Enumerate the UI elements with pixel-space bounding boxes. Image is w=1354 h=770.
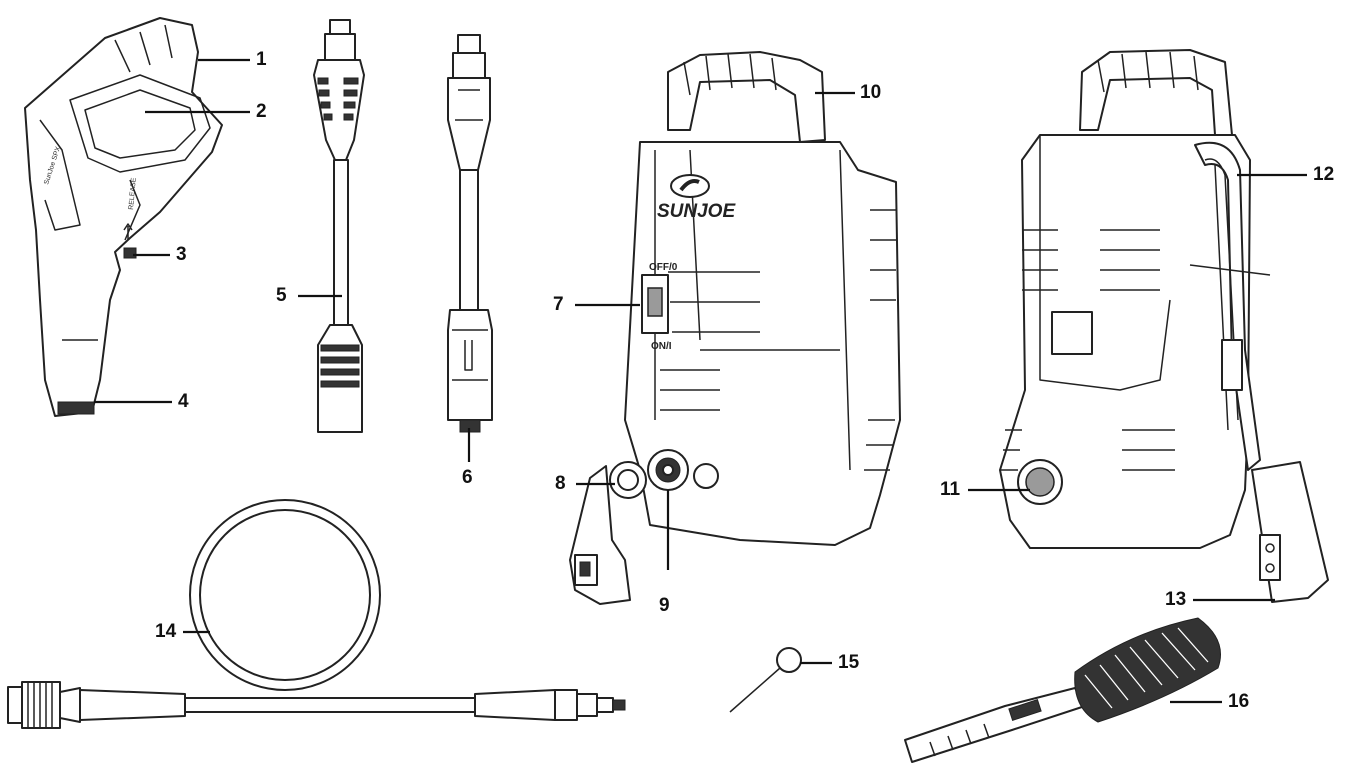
callout-10: 10	[860, 82, 882, 103]
callout-2: 2	[256, 101, 267, 122]
spray-nozzle	[447, 34, 493, 433]
spray-gun: SunJoe SPX RELEASE	[24, 17, 223, 417]
callout-13: 13	[1165, 589, 1187, 610]
callout-1: 1	[256, 49, 267, 70]
nozzle-cleaning-pin	[729, 647, 802, 713]
callout-14: 14	[155, 621, 177, 642]
callout-8: 8	[555, 473, 566, 494]
callout-11: 11	[940, 479, 961, 500]
high-pressure-hose	[7, 499, 626, 729]
switch-on-label: ON/I	[651, 341, 672, 352]
release-label: RELEASE	[128, 177, 138, 210]
sunjoe-logo-icon	[670, 174, 710, 198]
callout-4: 4	[178, 391, 189, 412]
rotating-brush	[904, 617, 1221, 763]
callout-15: 15	[838, 652, 860, 673]
callout-12: 12	[1313, 164, 1335, 185]
washer-front-view: OFF/0 ON/I SUNJOE	[569, 51, 901, 605]
callout-9: 9	[659, 595, 670, 616]
callout-16: 16	[1228, 691, 1250, 712]
leader-lines	[94, 58, 1307, 704]
washer-rear-view	[999, 49, 1329, 603]
callout-7: 7	[553, 294, 564, 315]
extension-wand	[313, 19, 365, 433]
callout-5: 5	[276, 285, 287, 306]
callout-3: 3	[176, 244, 187, 265]
callout-6: 6	[462, 467, 473, 488]
brand-logo-text: SUNJOE	[657, 201, 736, 222]
switch-off-label: OFF/0	[649, 262, 678, 273]
